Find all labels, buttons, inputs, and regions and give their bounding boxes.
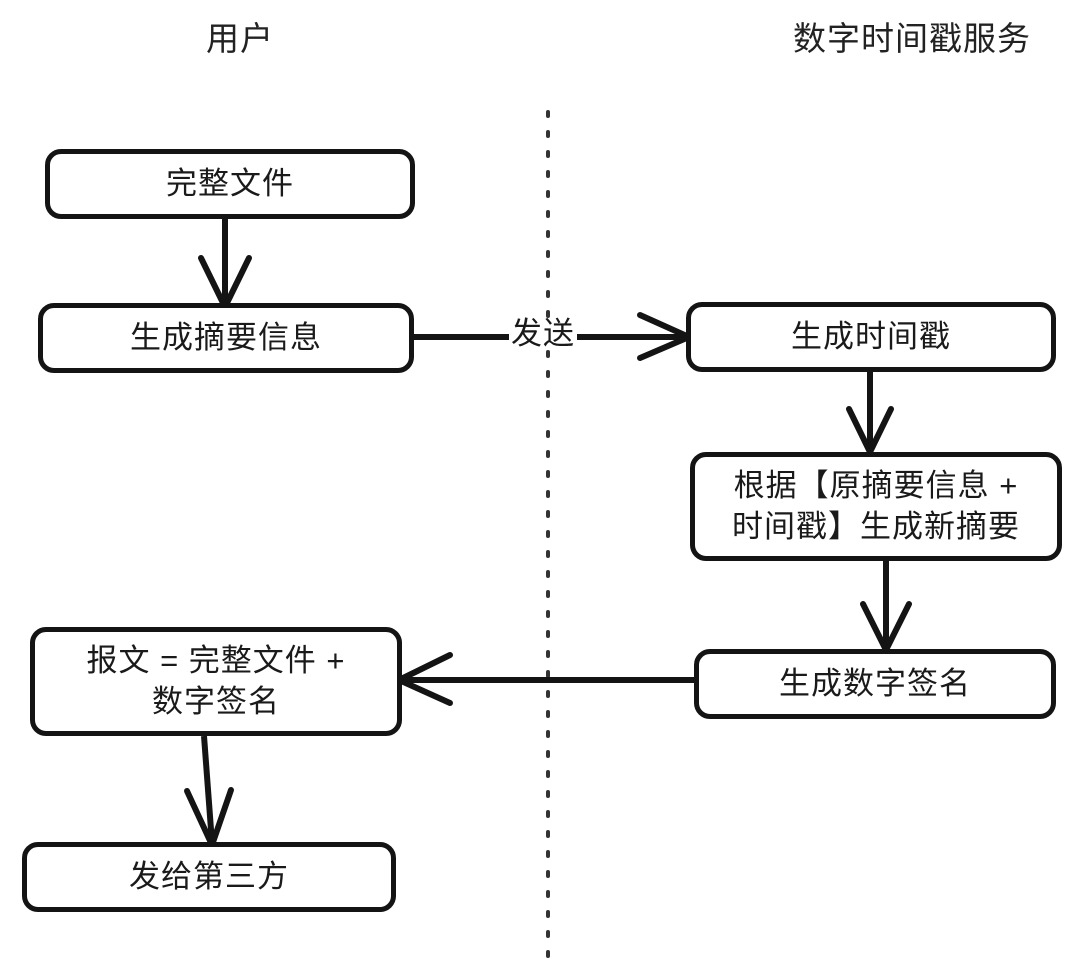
node-complete-file[interactable]: 完整文件: [45, 149, 415, 219]
lane-title-timestamp-service: 数字时间戳服务: [793, 20, 1031, 57]
node-generate-timestamp[interactable]: 生成时间戳: [686, 302, 1056, 372]
node-generate-digital-signature-label: 生成数字签名: [779, 665, 971, 701]
node-generate-new-digest[interactable]: 根据【原摘要信息 + 时间戳】生成新摘要: [690, 452, 1062, 561]
node-complete-file-label: 完整文件: [166, 165, 294, 201]
node-message-composition-label: 报文 = 完整文件 + 数字签名: [86, 643, 346, 719]
edge-arrow-message-to-third-party: [184, 735, 234, 848]
node-generate-digest-label: 生成摘要信息: [130, 319, 322, 355]
edge-label-send: 发送: [509, 316, 577, 351]
node-generate-digital-signature[interactable]: 生成数字签名: [694, 649, 1056, 719]
edge-arrow-new-digest-to-signature: [860, 561, 912, 653]
lane-title-user: 用户: [206, 20, 274, 57]
edge-arrow-complete-file-to-digest: [198, 219, 252, 310]
node-message-composition[interactable]: 报文 = 完整文件 + 数字签名: [30, 627, 402, 736]
node-generate-new-digest-label: 根据【原摘要信息 + 时间戳】生成新摘要: [732, 468, 1020, 544]
node-generate-digest[interactable]: 生成摘要信息: [38, 303, 414, 373]
edge-arrow-timestamp-to-new-digest: [846, 372, 894, 455]
node-send-to-third-party-label: 发给第三方: [129, 858, 289, 894]
node-send-to-third-party[interactable]: 发给第三方: [22, 842, 396, 912]
node-generate-timestamp-label: 生成时间戳: [791, 318, 951, 354]
